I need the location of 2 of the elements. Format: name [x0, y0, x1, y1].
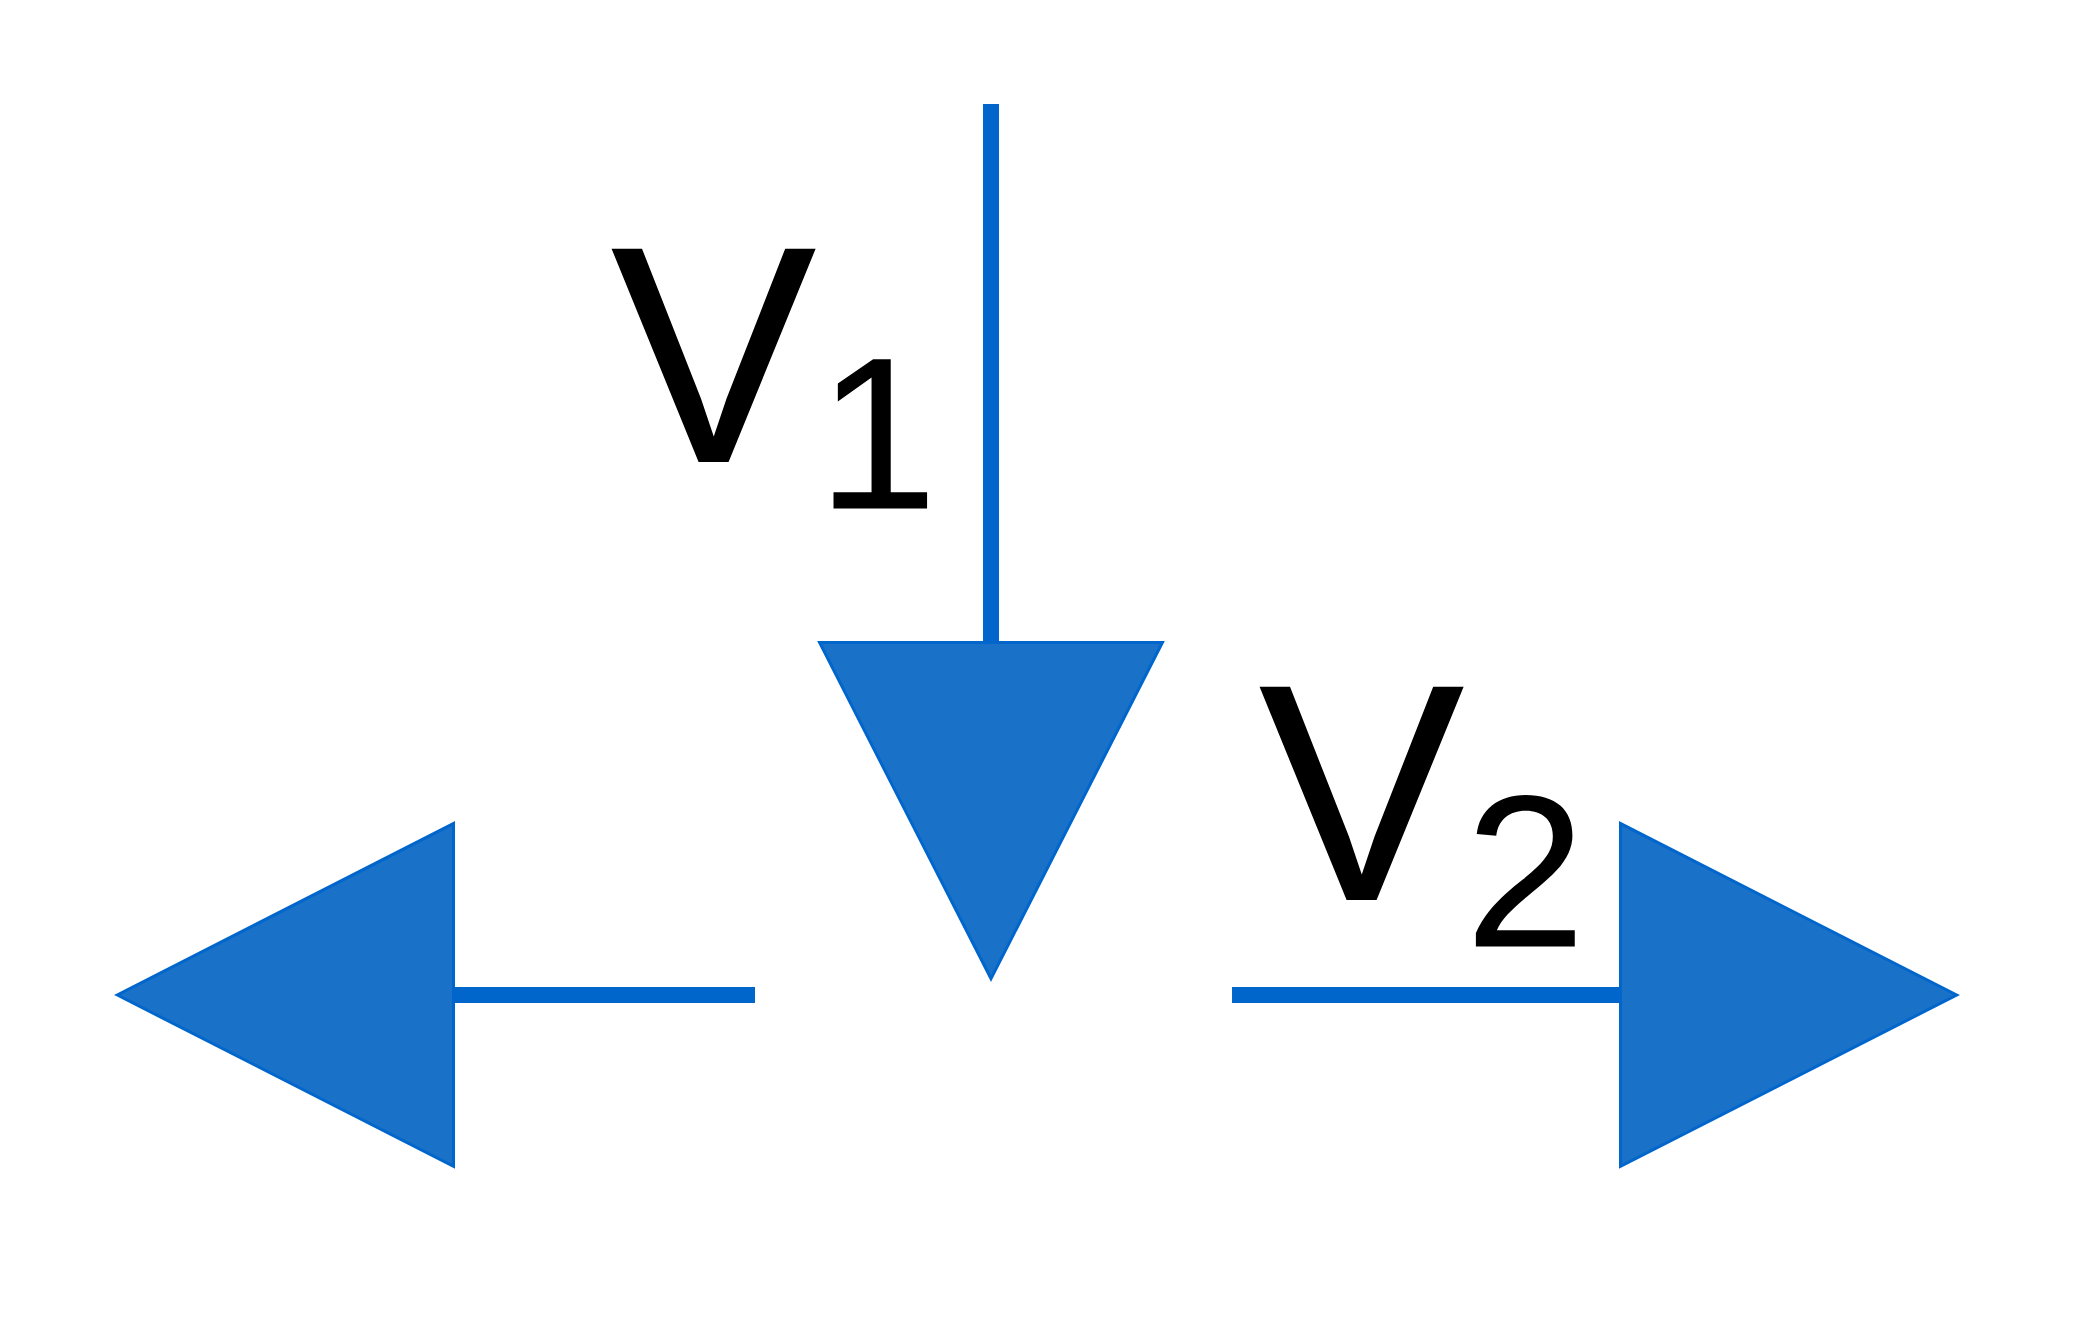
vector-label: V$_{2}$ — [1259, 686, 1575, 947]
vector-label: V$_{1}$ — [611, 248, 928, 509]
